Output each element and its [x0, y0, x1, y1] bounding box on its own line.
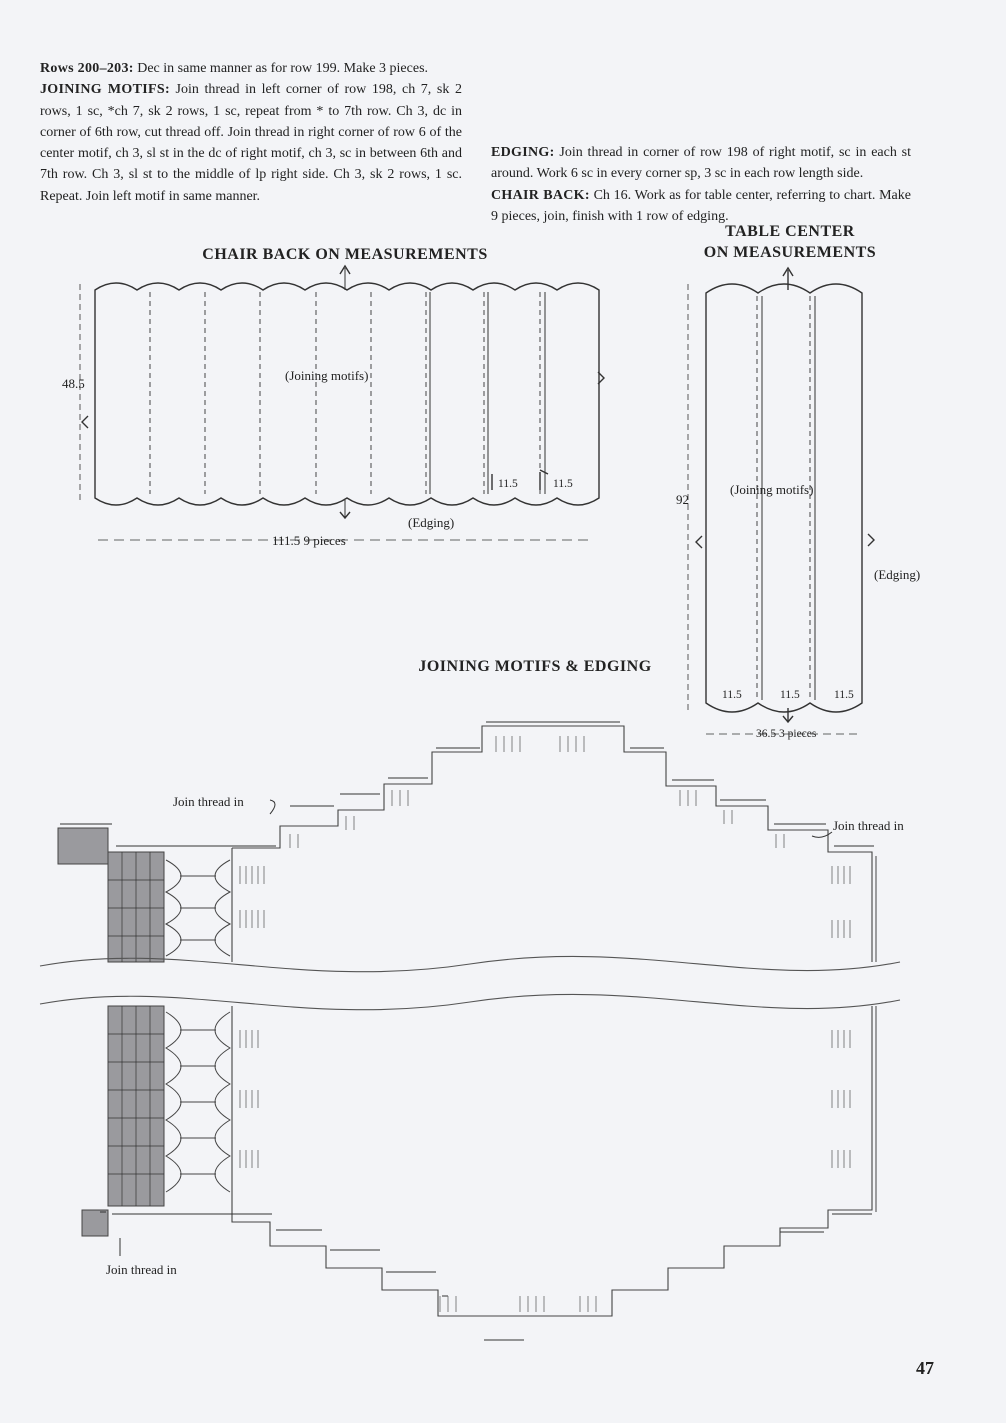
- text-column-right: EDGING: Join thread in corner of row 198…: [491, 142, 911, 227]
- chair-height-label: 48.5: [62, 376, 85, 391]
- center-motif-outline: [231, 725, 873, 1317]
- chairback-heading: CHAIR BACK:: [491, 187, 590, 203]
- chair-back-outline: [94, 282, 600, 506]
- text-column-left: Rows 200–203: Dec in same manner as for …: [40, 58, 462, 207]
- chair-motif-width-2: 11.5: [553, 478, 573, 490]
- table-center-outline: [705, 283, 863, 713]
- edging-heading: EDGING:: [491, 145, 555, 160]
- join-label-top-left: Join thread in: [173, 794, 244, 809]
- page-number: 47: [916, 1358, 934, 1378]
- paragraph-chairback: CHAIR BACK: Ch 16. Work as for table cen…: [491, 185, 911, 228]
- chair-motif-width-1: 11.5: [498, 478, 518, 490]
- table-motif-width-3: 11.5: [834, 689, 854, 701]
- joining-heading: JOINING MOTIFS:: [40, 82, 170, 98]
- break-lines: [39, 955, 901, 1011]
- table-center-diagram: [687, 266, 875, 735]
- joining-chart-title: JOINING MOTIFS & EDGING: [418, 658, 652, 675]
- chairback-body: Ch 16. Work as for table center, referri…: [491, 187, 911, 224]
- edging-body: Join thread in corner of row 198 of righ…: [491, 145, 911, 182]
- paragraph-rows: Rows 200–203: Dec in same manner as for …: [40, 58, 462, 79]
- rows-heading: Rows 200–203:: [40, 61, 134, 76]
- table-center-title-2: ON MEASUREMENTS: [703, 244, 877, 261]
- chair-center-label: (Joining motifs): [285, 368, 369, 383]
- table-motif-width-2: 11.5: [780, 689, 800, 701]
- table-motif-width-1: 11.5: [722, 689, 742, 701]
- table-height-label: 92: [676, 492, 689, 507]
- chair-edging-label: (Edging): [408, 515, 455, 530]
- chair-width-label: 111.5 9 pieces: [272, 533, 346, 548]
- chair-back-diagram: [79, 264, 605, 541]
- edging-band: [60, 721, 877, 1341]
- join-label-top-right: Join thread in: [833, 818, 904, 833]
- left-motif-shade: [57, 827, 109, 865]
- table-center-label: (Joining motifs): [730, 482, 814, 497]
- paragraph-joining: JOINING MOTIFS: Join thread in left corn…: [40, 79, 462, 207]
- joining-body: Join thread in left corner of row 198, c…: [40, 82, 462, 204]
- joining-chart: [39, 721, 901, 1341]
- table-edging-label: (Edging): [874, 567, 921, 582]
- chair-back-title: CHAIR BACK ON MEASUREMENTS: [202, 246, 488, 263]
- rows-body: Dec in same manner as for row 199. Make …: [133, 61, 429, 76]
- paragraph-edging: EDGING: Join thread in corner of row 198…: [491, 142, 911, 185]
- table-center-title-1: TABLE CENTER: [725, 223, 855, 240]
- join-label-bottom-left: Join thread in: [106, 1262, 177, 1277]
